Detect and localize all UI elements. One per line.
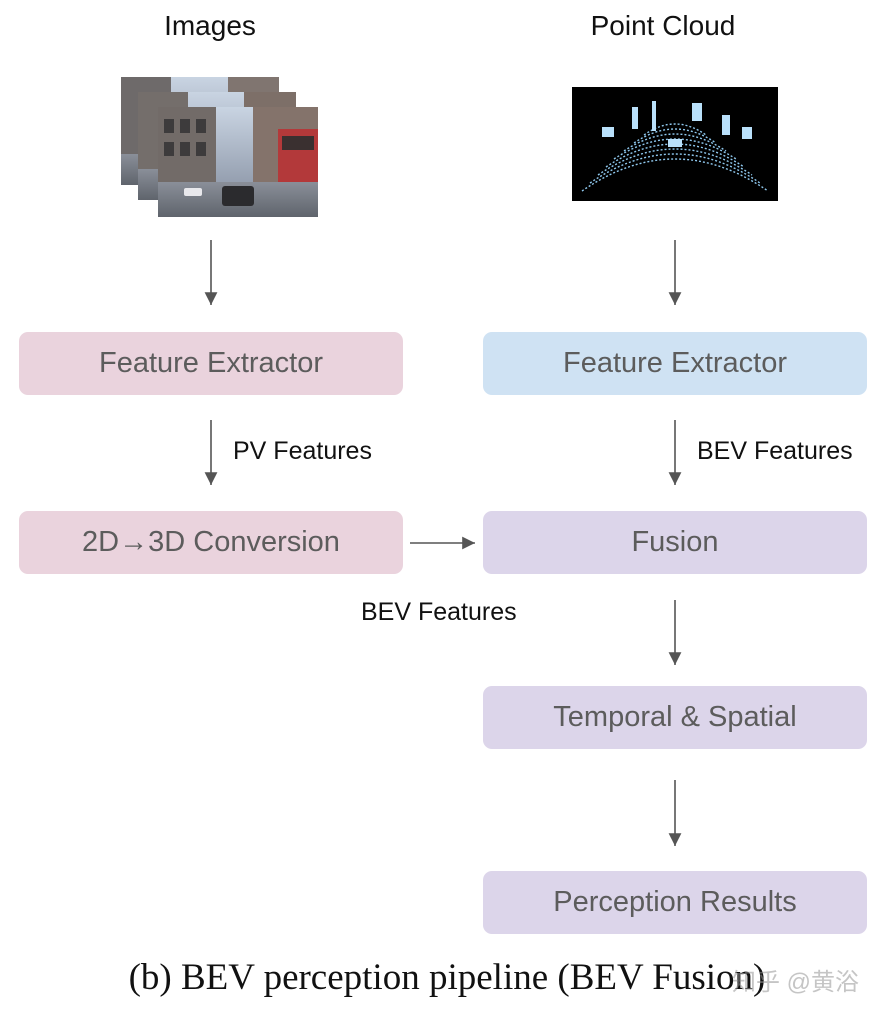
- temporal-spatial-box: Temporal & Spatial: [483, 686, 867, 749]
- pv-features-label: PV Features: [233, 437, 372, 465]
- point-cloud-title: Point Cloud: [590, 10, 736, 41]
- watermark: 知乎 @黄浴: [732, 969, 860, 996]
- fusion-box: Fusion: [483, 511, 867, 574]
- perception-results-label: Perception Results: [553, 886, 797, 918]
- bev-features-pointcloud-label: BEV Features: [697, 437, 853, 465]
- image-feature-extractor-label: Feature Extractor: [98, 347, 324, 379]
- pointcloud-feature-extractor-label: Feature Extractor: [562, 347, 788, 379]
- conversion-label: 2D→3D Conversion: [82, 526, 340, 558]
- fusion-label: Fusion: [631, 526, 719, 558]
- camera-images-stack: [121, 77, 318, 217]
- perception-results-box: Perception Results: [483, 871, 867, 934]
- camera-image-front: [158, 107, 318, 217]
- bev-features-image-label: BEV Features: [361, 598, 517, 626]
- pointcloud-feature-extractor-box: Feature Extractor: [483, 332, 867, 395]
- conversion-box: 2D→3D Conversion: [19, 511, 403, 574]
- temporal-spatial-label: Temporal & Spatial: [553, 701, 797, 733]
- figure-caption: (b) BEV perception pipeline (BEV Fusion): [128, 957, 766, 998]
- point-cloud-image: [572, 87, 778, 201]
- image-feature-extractor-box: Feature Extractor: [19, 332, 403, 395]
- images-title: Images: [164, 10, 256, 41]
